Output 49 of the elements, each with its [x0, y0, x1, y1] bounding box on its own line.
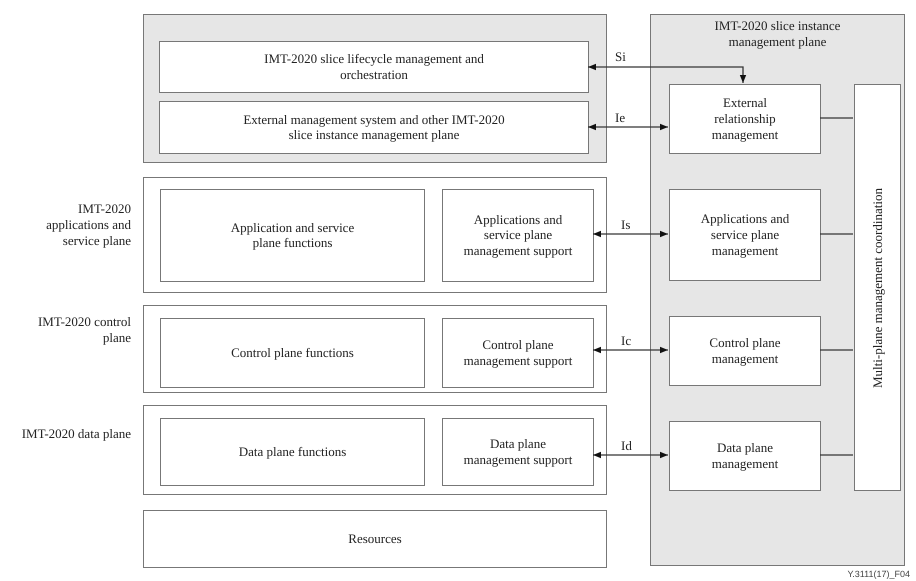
plane-heading: IMT-2020 data plane: [21, 426, 131, 442]
box-label: IMT-2020 slice lifecycle management and orchestration: [263, 51, 485, 83]
function-box: [669, 316, 821, 386]
box-label: Application and service plane functions: [230, 220, 356, 252]
function-box: [669, 189, 821, 281]
function-box: [442, 189, 594, 282]
connector-line: [820, 117, 853, 119]
plane-heading: IMT-2020 applications and service plane: [45, 201, 131, 249]
arrow: [588, 124, 668, 130]
box-label: Applications and service plane management support: [462, 212, 574, 260]
connector-line: [820, 233, 853, 235]
edge-label: Ie: [614, 111, 626, 124]
panel-title: IMT-2020 slice instance management plane: [714, 18, 842, 50]
function-box: [669, 421, 821, 491]
arrow: [593, 346, 668, 354]
edge-label: Si: [614, 50, 627, 63]
plane-heading: IMT-2020 control plane: [36, 314, 131, 346]
box-label: External relationship management: [710, 95, 780, 143]
edge-label: Is: [620, 218, 632, 231]
function-box: [160, 418, 425, 486]
box-label: Control plane functions: [230, 345, 355, 361]
function-box: [160, 318, 425, 388]
arrow: [593, 452, 668, 458]
connector-line: [820, 349, 853, 351]
edge-label: Id: [620, 439, 633, 452]
function-box: [442, 418, 594, 486]
figure-id: Y.3111(17)_F04: [847, 569, 910, 579]
box-label: Control plane management support: [462, 337, 574, 369]
box-label: Resources: [347, 531, 403, 547]
function-box: [442, 318, 594, 388]
box-label: Control plane management: [708, 335, 782, 367]
group-panel: [143, 14, 607, 163]
box-label: Data plane functions: [238, 444, 348, 460]
box-label: Data plane management: [710, 440, 780, 472]
arrow: [588, 64, 746, 83]
arrow: [593, 230, 668, 238]
box-label: Data plane management support: [462, 436, 574, 468]
function-box: [669, 84, 821, 154]
box-label: Applications and service plane management: [700, 211, 790, 259]
function-box: [159, 101, 589, 154]
box-label: Multi-plane management coordination: [870, 188, 886, 388]
connector-line: [820, 454, 853, 456]
box-label: External management system and other IMT-2020 slice instance management plane: [242, 112, 506, 144]
group-panel: [650, 14, 905, 566]
function-box: [160, 189, 425, 282]
edge-label: Ic: [620, 334, 632, 347]
function-box: [159, 41, 589, 93]
coordination-bar: [854, 84, 901, 491]
function-box: [143, 510, 607, 568]
